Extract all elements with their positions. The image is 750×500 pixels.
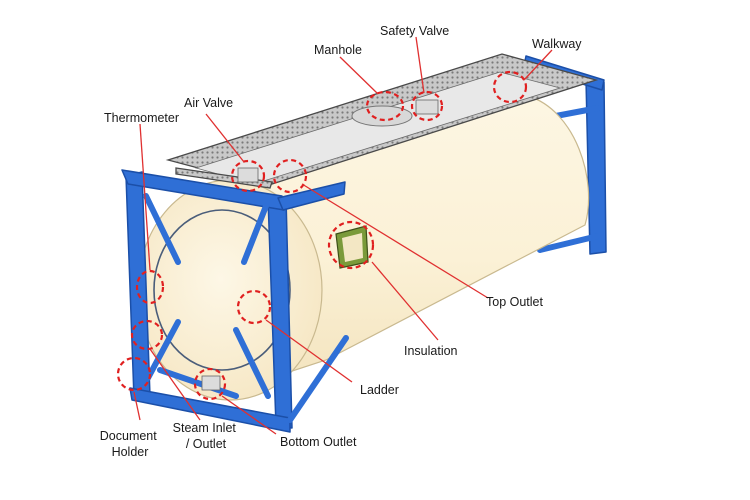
tank-head-ring [153, 209, 291, 371]
marker-safety-valve [410, 90, 444, 122]
callout-labels: Manhole Safety Valve Walkway Air Valve T… [100, 24, 583, 459]
marker-walkway [492, 70, 528, 104]
marker-thermometer [135, 269, 165, 305]
safety-valve-body [415, 99, 439, 115]
marker-insulation [327, 220, 375, 270]
label-steam-inlet-outlet: Steam Inlet / Outlet [173, 421, 240, 451]
marker-air-valve [230, 159, 266, 193]
callout-markers [116, 70, 528, 401]
marker-top-outlet [272, 158, 308, 194]
label-air-valve: Air Valve [184, 96, 233, 110]
label-manhole: Manhole [314, 43, 362, 57]
marker-manhole [365, 90, 405, 122]
bottom-outlet-body [201, 375, 221, 391]
label-ladder: Ladder [360, 383, 399, 397]
front-frame [121, 169, 349, 433]
marker-steam-inlet [130, 319, 164, 351]
label-bottom-outlet: Bottom Outlet [280, 435, 357, 449]
label-document-holder: Document Holder [100, 429, 160, 459]
label-walkway: Walkway [532, 37, 582, 51]
label-insulation: Insulation [404, 344, 458, 358]
leader-lines [133, 36, 553, 435]
air-valve-body [237, 167, 259, 183]
marker-bottom-outlet [193, 367, 227, 401]
label-safety-valve: Safety Valve [380, 24, 449, 38]
marker-ladder [236, 289, 272, 325]
marker-document-holder [116, 356, 152, 392]
insulation-cutaway [335, 225, 369, 269]
label-top-outlet: Top Outlet [486, 295, 544, 309]
label-thermometer: Thermometer [104, 111, 179, 125]
